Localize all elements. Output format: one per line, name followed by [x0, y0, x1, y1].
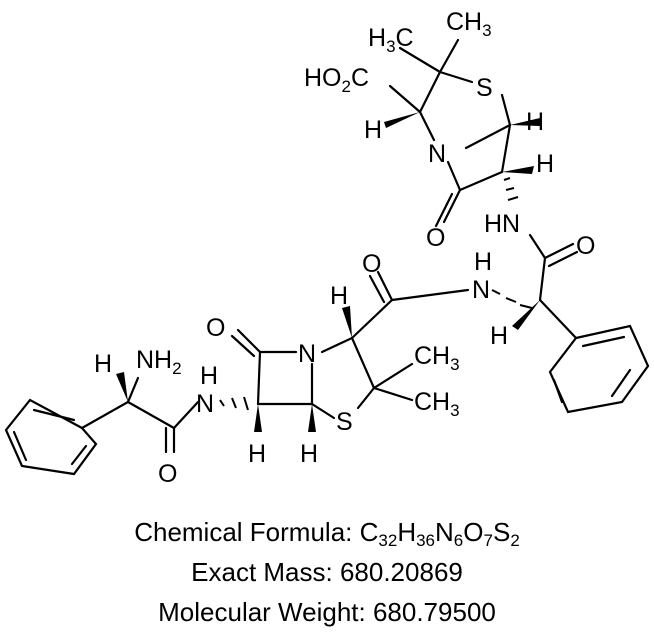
methyl-label-top-left: H3C: [368, 24, 414, 56]
methyl-label-lower-b: CH3: [414, 388, 460, 420]
exact-mass: Exact Mass: 680.20869: [191, 557, 463, 587]
oxygen-label-amide-left: O: [158, 460, 177, 488]
formula-count: 36: [416, 531, 436, 550]
formula-element: C: [359, 517, 379, 547]
amide-nh-label-top: HN: [484, 210, 520, 238]
hydrogen-label-lower-ring: H: [330, 282, 348, 310]
methyl-label-top-right: CH3: [446, 8, 492, 40]
oxygen-label-top-lactam: O: [426, 224, 445, 252]
methyl-label-lower-a: CH3: [414, 342, 460, 374]
oxygen-label-lower-lactam: O: [206, 314, 225, 342]
formula-count: 7: [483, 531, 493, 550]
formula-element: O: [463, 517, 484, 547]
chemical-formula: Chemical Formula: C32H36N6O7S2: [0, 512, 654, 552]
hydrogen-label-top-mid: H: [536, 150, 554, 178]
hydrogen-label-alpha-right: H: [490, 322, 508, 350]
amine-label: NH2: [136, 346, 182, 378]
nitrogen-label-lower: N: [298, 340, 316, 368]
upper-bonds: [388, 38, 650, 414]
carboxyl-label: HO2C: [304, 64, 369, 96]
hydrogen-label-alpha-left: H: [94, 350, 112, 378]
hydrogen-label-lower-1: H: [248, 440, 266, 468]
formula-atoms: C32H36N6O7S2: [359, 517, 520, 550]
hydrogen-label-top-right: H: [526, 108, 544, 136]
formula-prefix: Chemical Formula:: [134, 517, 360, 547]
formula-element: S: [492, 517, 511, 547]
nitrogen-label-amide-left: N: [196, 390, 214, 418]
hydrogen-label-amide-left: H: [200, 362, 218, 390]
atom-labels: H3C CH3 HO2C S H H N H O HN O H N H O H …: [94, 8, 595, 488]
formula-element: H: [397, 517, 417, 547]
nitrogen-label-amide-mid: N: [472, 276, 490, 304]
hydrogen-label-top-left: H: [364, 116, 382, 144]
oxygen-label-amide-mid: O: [362, 250, 381, 278]
sulfur-label-lower: S: [336, 408, 353, 436]
linker-bonds: [350, 270, 470, 340]
sulfur-label-top: S: [476, 74, 493, 102]
formula-count: 2: [510, 531, 520, 550]
lower-stereo: [116, 306, 352, 432]
hydrogen-label-amide-mid: H: [474, 248, 492, 276]
lower-bonds: [4, 328, 414, 476]
molecular-weight: Molecular Weight: 680.79500: [158, 597, 496, 627]
formula-element: N: [435, 517, 454, 547]
hydrogen-label-lower-2: H: [300, 440, 318, 468]
upper-stereo: [384, 112, 540, 330]
oxygen-label-amide-top: O: [576, 232, 595, 260]
chemical-structure-diagram: H3C CH3 HO2C S H H N H O HN O H N H O H …: [4, 8, 650, 488]
formula-count: 6: [453, 531, 464, 550]
formula-count: 32: [378, 531, 398, 550]
nitrogen-label-top: N: [428, 140, 446, 168]
compound-info: Chemical Formula: C32H36N6O7S2 Exact Mas…: [0, 512, 654, 632]
